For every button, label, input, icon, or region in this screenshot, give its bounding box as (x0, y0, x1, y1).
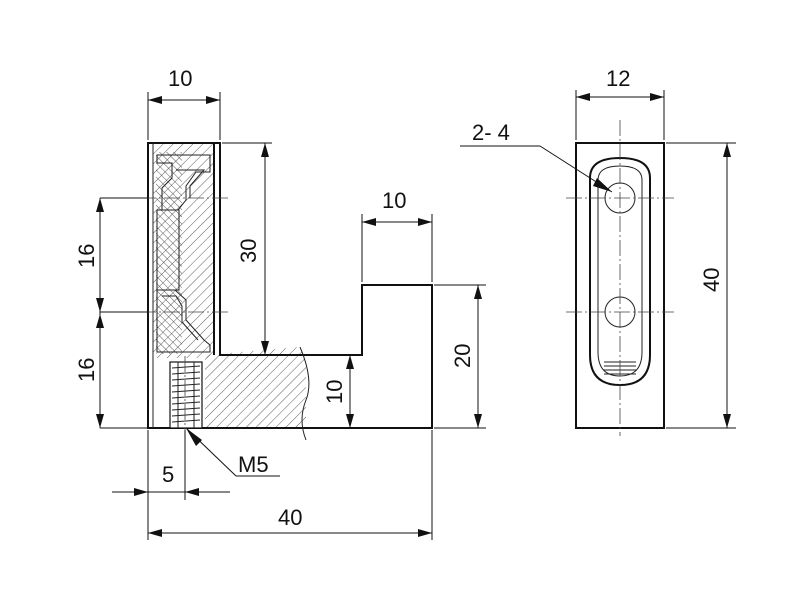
dim-overall-length: 40 (278, 505, 302, 530)
dim-pitch-lower: 16 (74, 358, 99, 382)
clamp-profile-upper-inner (176, 169, 206, 198)
dim-pitch-upper: 16 (74, 244, 99, 268)
slot-outer (589, 156, 651, 387)
thread-lines (171, 362, 201, 428)
base-section-hatch (205, 347, 306, 428)
front-view (140, 142, 433, 441)
dim-base-thickness: 10 (322, 380, 347, 404)
clamp-profile-lower-inner (162, 295, 199, 341)
bracket-outline (147, 142, 433, 429)
dim-thread-offset: 5 (162, 462, 174, 487)
dim-step-height: 20 (450, 344, 475, 368)
holes-callout: 2- 4 (472, 120, 510, 145)
side-dimensions: 12 40 2- 4 (460, 66, 736, 429)
dim-side-height: 40 (699, 268, 724, 292)
thread-callout: M5 (238, 452, 269, 477)
break-line (299, 346, 310, 441)
clamp-profile-lower (156, 289, 211, 353)
clamp-insert-hatch (156, 152, 182, 354)
dim-side-width: 12 (606, 66, 630, 91)
side-view (566, 120, 674, 436)
slot-inner (597, 165, 643, 377)
dim-height-30: 30 (236, 239, 261, 263)
dim-step-width: 10 (382, 188, 406, 213)
front-dimensions: 10 30 16 16 10 20 (74, 66, 486, 540)
dim-top-width: 10 (168, 66, 192, 91)
clamp-block-mid (156, 209, 180, 291)
